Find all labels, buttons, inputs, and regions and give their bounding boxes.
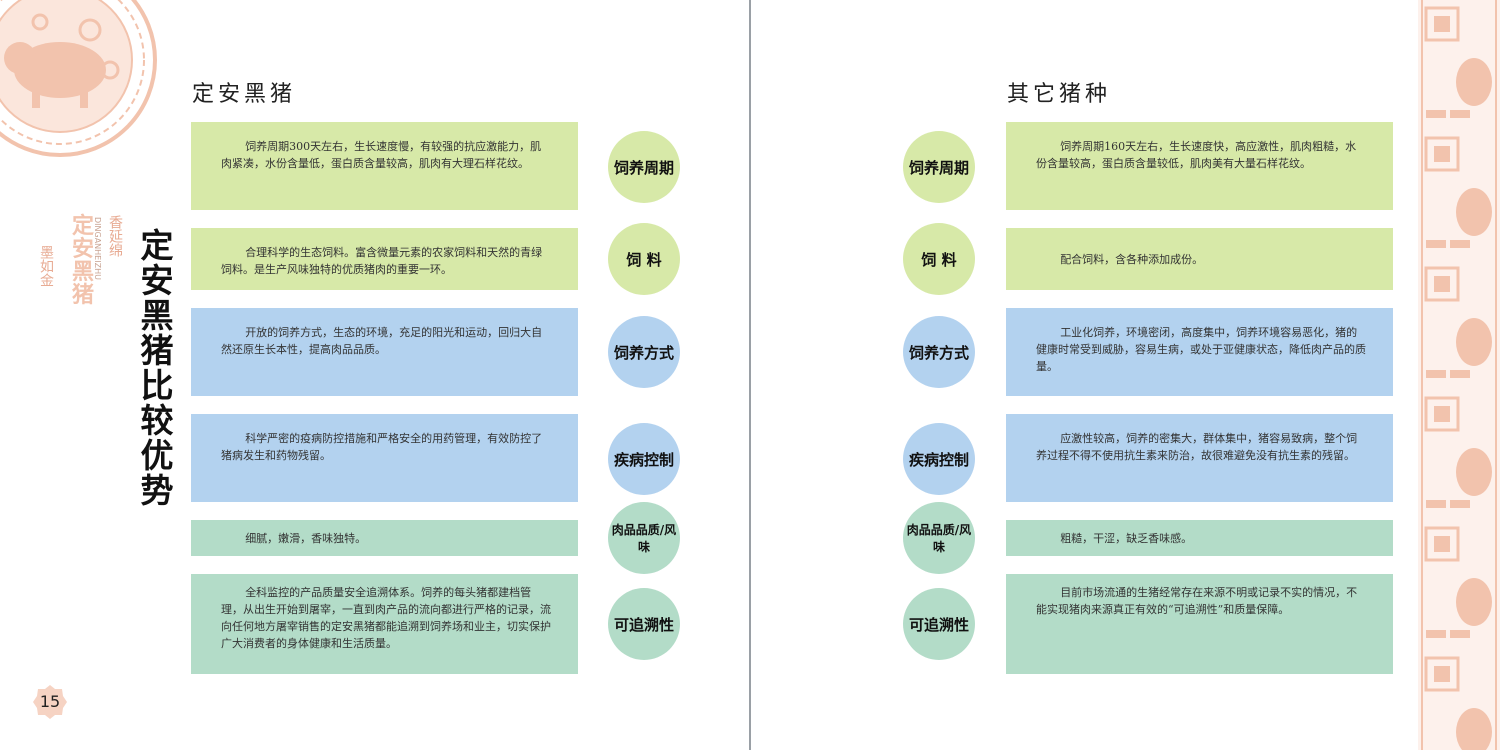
vertical-heading: 定安黑猪比较优势	[135, 228, 174, 508]
page-number-badge: 15	[32, 684, 68, 720]
page-number: 15	[39, 692, 61, 711]
right-page-title: 其它猪种	[1007, 82, 1112, 107]
left-label-feeding-period: 饲养周期	[608, 131, 680, 203]
side-brand-pinyin: DINGANHEIZHU	[93, 217, 102, 280]
side-brand-title: 定安黑猪 DINGANHEIZHU 香延绵 墨如金	[38, 214, 123, 355]
page-number-badge-icon	[33, 685, 67, 719]
left-label-meat-quality: 肉品品质/风味	[608, 502, 680, 574]
right-row-text-feed: 配合饲料，含各种添加成份。	[1006, 228, 1393, 290]
left-label-traceability: 可追溯性	[608, 588, 680, 660]
left-label-feed: 饲 料	[608, 223, 680, 295]
left-row-text-feeding-period: 饲养周期300天左右，生长速度慢，有较强的抗应激能力，肌肉紧凑，水份含量低，蛋白…	[191, 122, 578, 210]
left-row-text-meat-quality-value: 细腻，嫩滑，香味独特。	[245, 531, 367, 545]
left-row-text-traceability: 全科监控的产品质量安全追溯体系。饲养的每头猪都建档管理，从出生开始到屠宰，一直到…	[191, 574, 578, 674]
right-row-text-feeding-period: 饲养周期160天左右，生长速度快，高应激性，肌肉粗糙，水份含量较高，蛋白质含量较…	[1006, 122, 1393, 210]
right-label-feed: 饲 料	[903, 223, 975, 295]
right-label-traceability: 可追溯性	[903, 588, 975, 660]
book-spine	[749, 0, 751, 750]
left-row-text-feed: 合理科学的生态饲料。富含微量元素的农家饲料和天然的青绿饲料。是生产风味独特的优质…	[191, 228, 578, 290]
left-row-text-disease-control: 科学严密的疫病防控措施和严格安全的用药管理，有效防控了猪病发生和药物残留。	[191, 414, 578, 502]
right-row-text-meat-quality-value: 粗糙，干涩，缺乏香味感。	[1060, 531, 1193, 545]
right-label-feeding-method: 饲养方式	[903, 316, 975, 388]
left-row-text-feeding-method: 开放的饲养方式，生态的环境，充足的阳光和运动，回归大自然还原生长本性，提高肉品品…	[191, 308, 578, 396]
pig-papercut-icon	[0, 0, 157, 157]
left-row-text-meat-quality: 细腻，嫩滑，香味独特。	[191, 520, 578, 556]
right-row-text-meat-quality: 粗糙，干涩，缺乏香味感。	[1006, 520, 1393, 556]
side-brand-slogan-a: 墨如金	[38, 245, 54, 287]
side-brand-big: 定安黑猪	[72, 214, 95, 308]
pig-border-pattern-icon	[1418, 0, 1500, 750]
right-row-text-feed-value: 配合饲料，含各种添加成份。	[1060, 252, 1204, 266]
right-row-text-feeding-method: 工业化饲养，环境密闭，高度集中，饲养环境容易恶化，猪的健康时常受到威胁，容易生病…	[1006, 308, 1393, 396]
right-label-disease-control: 疾病控制	[903, 423, 975, 495]
side-brand-slogan-b: 香延绵	[107, 215, 123, 257]
left-page-title: 定安黑猪	[192, 82, 297, 107]
right-label-feeding-period: 饲养周期	[903, 131, 975, 203]
right-row-text-traceability: 目前市场流通的生猪经常存在来源不明或记录不实的情况，不能实现猪肉来源真正有效的“…	[1006, 574, 1393, 674]
left-label-feeding-method: 饲养方式	[608, 316, 680, 388]
right-label-meat-quality: 肉品品质/风味	[903, 502, 975, 574]
right-row-text-disease-control: 应激性较高，饲养的密集大，群体集中，猪容易致病，整个饲养过程不得不使用抗生素来防…	[1006, 414, 1393, 502]
left-label-disease-control: 疾病控制	[608, 423, 680, 495]
